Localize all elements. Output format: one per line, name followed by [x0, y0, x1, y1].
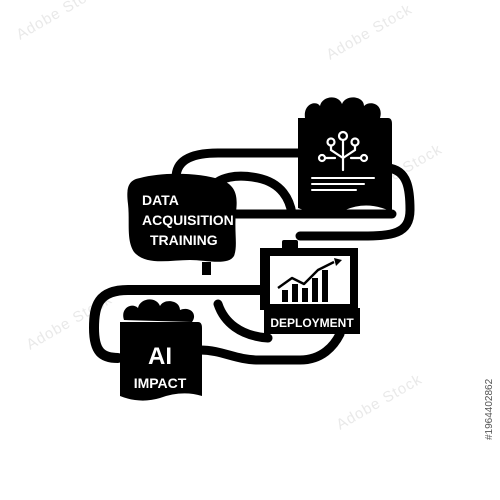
model-node: [298, 97, 392, 214]
brain-icon: [123, 299, 195, 322]
pipe-left-loop: [89, 285, 265, 363]
pipe-impact-to-deployment: [195, 329, 345, 365]
data-label-line1: DATA: [142, 192, 179, 208]
data-acquisition-node: DATA ACQUISITION TRAINING: [127, 173, 237, 262]
ai-impact-node: AI IMPACT: [120, 299, 202, 401]
deployment-label-strip: [264, 308, 360, 334]
connector-stub: [202, 262, 211, 275]
data-acquisition-shape: [127, 173, 237, 262]
connector-pipes: [89, 148, 415, 365]
pipe-middle: [213, 299, 273, 343]
ai-impact-card: [120, 322, 202, 401]
data-label-line3: TRAINING: [150, 232, 218, 248]
ai-label: AI: [148, 343, 172, 370]
stock-image-id: #1964402862: [484, 378, 495, 440]
document-lines: [311, 177, 375, 191]
pipe-top-right-loop: [295, 163, 415, 241]
deployment-label: DEPLOYMENT: [270, 316, 354, 330]
watermark-text: Adobe Stock: [14, 0, 106, 43]
pipe-data-to-top: [171, 148, 311, 183]
board-clip: [282, 240, 298, 250]
circuit-icon: [317, 130, 369, 172]
watermark-text: Adobe Stock: [324, 1, 416, 64]
impact-label: IMPACT: [134, 375, 187, 391]
data-label-line2: ACQUISITION: [142, 212, 234, 228]
growth-chart-icon: [277, 258, 342, 302]
deployment-node: DEPLOYMENT: [260, 240, 360, 334]
brain-icon: [304, 97, 381, 118]
watermark-text: Adobe Stock: [334, 371, 426, 434]
